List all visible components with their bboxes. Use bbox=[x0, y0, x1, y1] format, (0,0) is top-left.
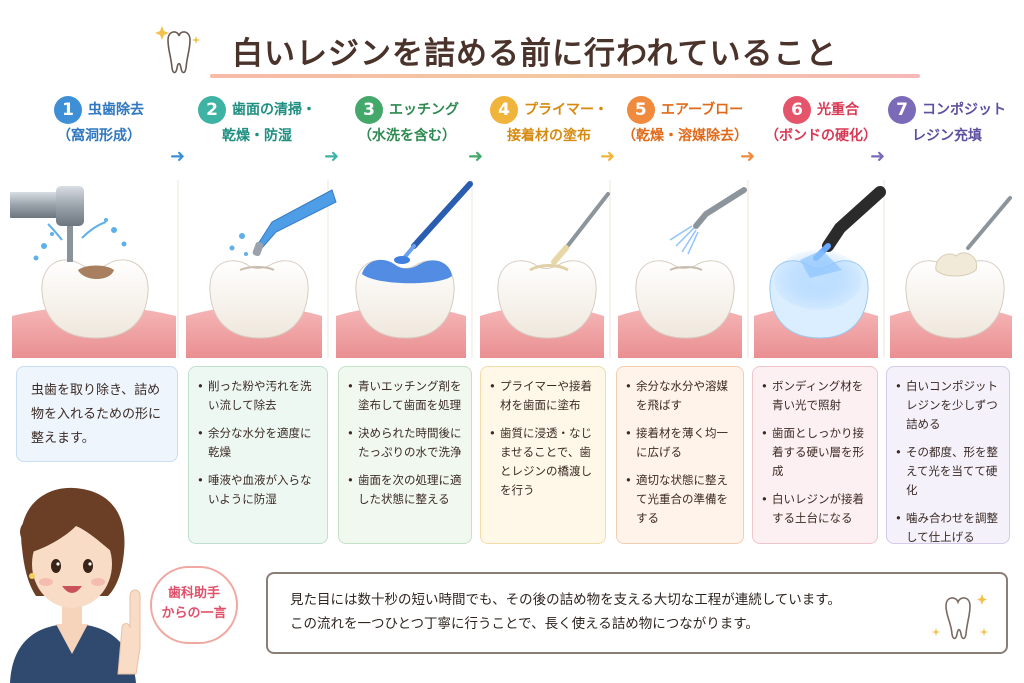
step-2-number: 2 bbox=[198, 96, 226, 124]
procedure-illustrations bbox=[10, 180, 1012, 358]
step-7-label: コンポジット bbox=[922, 102, 1006, 118]
step-1-sub: （窩洞形成） bbox=[57, 128, 141, 144]
step-2-item: 唾液や血液が入らないように防湿 bbox=[197, 471, 319, 509]
bubble-line-1: 歯科助手 bbox=[167, 586, 220, 601]
step-1-card: 虫歯を取り除き、詰め物を入れるための形に整えます。 bbox=[16, 366, 178, 462]
step-7-card: 白いコンポジットレジンを少しずつ詰める その都度、形を整えて光を当てて硬化 噛み… bbox=[886, 366, 1010, 544]
page-title: 白いレジンを詰める前に行われていること bbox=[232, 36, 838, 72]
step-5-airblow-illustration bbox=[618, 187, 747, 358]
step-3-header: 3 エッチング （水洗を含む） bbox=[338, 96, 476, 146]
step-1-description: 虫歯を取り除き、詰め物を入れるための形に整えます。 bbox=[31, 383, 162, 446]
step-2-card: 削った粉や汚れを洗い流して除去 余分な水分を適度に乾燥 唾液や血液が入らないよう… bbox=[188, 366, 328, 544]
step-4-sub: 接着材の塗布 bbox=[507, 128, 591, 144]
arrow-right-icon: ➜ bbox=[870, 146, 886, 167]
step-2-item: 余分な水分を適度に乾燥 bbox=[197, 424, 319, 462]
step-5-header: 5 エアーブロー （乾燥・溶媒除去） bbox=[616, 96, 754, 146]
step-7-item: その都度、形を整えて光を当てて硬化 bbox=[895, 443, 1001, 500]
step-5-label: エアーブロー bbox=[660, 102, 744, 118]
step-6-item: 歯面としっかり接着する硬い層を形成 bbox=[761, 424, 869, 481]
arrow-right-icon: ➜ bbox=[324, 146, 340, 167]
step-5-item: 適切な状態に整えて光重合の準備をする bbox=[625, 471, 735, 528]
step-6-item: 白いレジンが接着する土台になる bbox=[761, 490, 869, 528]
step-2-label: 歯面の清掃・ bbox=[232, 102, 316, 118]
step-1-header: 1 虫歯除去 （窩洞形成） bbox=[30, 96, 168, 146]
step-6-card: ボンディング材を青い光で照射 歯面としっかり接着する硬い層を形成 白いレジンが接… bbox=[752, 366, 878, 544]
arrow-right-icon: ➜ bbox=[170, 146, 186, 167]
message-line-1: 見た目には数十秒の短い時間でも、その後の詰め物を支える大切な工程が連続しています… bbox=[290, 592, 841, 608]
message-line-2: この流れを一つひとつ丁寧に行うことで、長く使える詰め物につながります。 bbox=[290, 616, 759, 632]
step-4-item: プライマーや接着材を歯面に塗布 bbox=[489, 377, 597, 415]
step-3-sub: （水洗を含む） bbox=[358, 128, 456, 144]
step-5-card: 余分な水分や溶媒を飛ばす 接着材を薄く均一に広げる 適切な状態に整えて光重合の準… bbox=[616, 366, 744, 544]
bubble-line-2: からの一言 bbox=[161, 606, 227, 621]
step-5-sub: （乾燥・溶媒除去） bbox=[622, 128, 748, 144]
step-4-label: プライマー・ bbox=[524, 102, 608, 118]
step-7-composite-illustration bbox=[890, 196, 1012, 358]
step-4-primer-illustration bbox=[480, 192, 610, 358]
step-3-item: 歯面を次の処理に適した状態に整える bbox=[347, 471, 463, 509]
step-3-number: 3 bbox=[355, 96, 383, 124]
step-6-label: 光重合 bbox=[817, 102, 859, 118]
step-7-item: 噛み合わせを調整して仕上げる bbox=[895, 509, 1001, 547]
step-6-sub: （ボンドの硬化） bbox=[765, 128, 877, 144]
step-7-sub: レジン充填 bbox=[912, 128, 982, 144]
assistant-message-box: 見た目には数十秒の短い時間でも、その後の詰め物を支える大切な工程が連続しています… bbox=[266, 572, 1008, 654]
step-1-number: 1 bbox=[54, 96, 82, 124]
step-headers: 1 虫歯除去 （窩洞形成） 2 歯面の清掃・ 乾燥・防湿 3 エッチング （水洗を含む… bbox=[0, 96, 1024, 176]
step-4-number: 4 bbox=[490, 96, 518, 124]
assistant-speech-bubble: 歯科助手 からの一言 bbox=[150, 566, 238, 644]
step-3-item: 青いエッチング剤を塗布して歯面を処理 bbox=[347, 377, 463, 415]
step-2-item: 削った粉や汚れを洗い流して除去 bbox=[197, 377, 319, 415]
step-5-item: 接着材を薄く均一に広げる bbox=[625, 424, 735, 462]
step-2-rinse-illustration bbox=[186, 189, 337, 358]
title-area: 白いレジンを詰める前に行われていること bbox=[140, 14, 930, 80]
tooth-sparkle-icon bbox=[932, 594, 988, 640]
title-underline bbox=[210, 74, 920, 78]
step-4-item: 歯質に浸透・なじませることで、歯とレジンの橋渡しを行う bbox=[489, 424, 597, 500]
step-3-item: 決められた時間後にたっぷりの水で洗浄 bbox=[347, 424, 463, 462]
step-2-sub: 乾燥・防湿 bbox=[222, 128, 292, 144]
step-2-header: 2 歯面の清掃・ 乾燥・防湿 bbox=[188, 96, 326, 146]
step-3-card: 青いエッチング剤を塗布して歯面を処理 決められた時間後にたっぷりの水で洗浄 歯面… bbox=[338, 366, 472, 544]
step-7-item: 白いコンポジットレジンを少しずつ詰める bbox=[895, 377, 1001, 434]
step-1-label: 虫歯除去 bbox=[88, 102, 144, 118]
step-7-header: 7 コンポジット レジン充填 bbox=[878, 96, 1016, 146]
tooth-sparkle-icon bbox=[155, 26, 200, 74]
arrow-right-icon: ➜ bbox=[740, 146, 756, 167]
step-6-item: ボンディング材を青い光で照射 bbox=[761, 377, 869, 415]
dental-assistant-illustration bbox=[10, 487, 141, 683]
step-4-card: プライマーや接着材を歯面に塗布 歯質に浸透・なじませることで、歯とレジンの橋渡し… bbox=[480, 366, 606, 544]
step-7-number: 7 bbox=[888, 96, 916, 124]
step-5-number: 5 bbox=[626, 96, 655, 124]
step-3-label: エッチング bbox=[389, 102, 459, 118]
step-6-header: 6 光重合 （ボンドの硬化） bbox=[752, 96, 890, 146]
step-6-lightcure-illustration bbox=[754, 186, 886, 358]
step-5-item: 余分な水分や溶媒を飛ばす bbox=[625, 377, 735, 415]
step-4-header: 4 プライマー・ 接着材の塗布 bbox=[480, 96, 618, 146]
step-3-etching-illustration bbox=[336, 181, 473, 358]
arrow-right-icon: ➜ bbox=[600, 146, 616, 167]
step-6-number: 6 bbox=[783, 96, 811, 124]
arrow-right-icon: ➜ bbox=[468, 146, 484, 167]
step-1-drill-illustration bbox=[10, 186, 176, 358]
